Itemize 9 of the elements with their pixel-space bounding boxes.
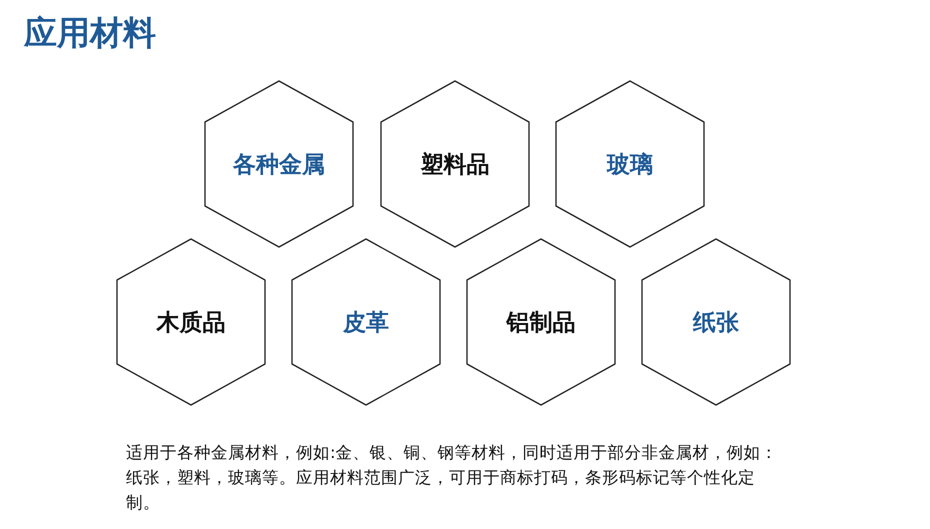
hexagon-label: 铝制品: [506, 308, 576, 338]
title: 应用材料: [24, 12, 156, 54]
hexagon-label: 皮革: [343, 308, 389, 338]
description-paragraph: 适用于各种金属材料，例如:金、银、铜、钢等材料，同时适用于部分非金属材，例如：纸张，塑料，玻璃等。应用材料范围广泛，可用于商标打码，条形码标记等个性化定制。: [126, 442, 779, 514]
hexagon-label: 纸张: [693, 308, 739, 338]
hexagon-label: 各种金属: [233, 150, 325, 180]
hexagon-label: 塑料品: [420, 150, 490, 180]
hexagon-label: 木质品: [156, 308, 226, 338]
hexagon-label: 玻璃: [607, 150, 653, 180]
